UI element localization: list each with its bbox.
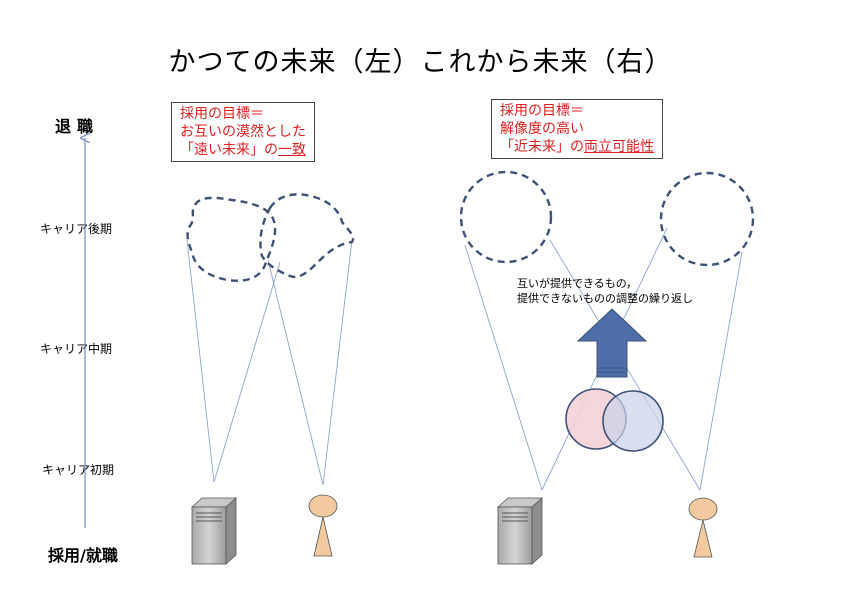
right-goal-line3-text: 「近未来」の (500, 139, 584, 155)
left-hiring-goal-box: 採用の目標＝ お互いの漠然とした 「遠い未来」の一致 (171, 102, 315, 162)
axis-label-early-career: キャリア初期 (42, 463, 115, 477)
left-sight-lines (186, 239, 353, 486)
left-company-future-cloud (186, 196, 277, 282)
left-goal-underlined: 一致 (278, 142, 306, 158)
left-person-icon (308, 494, 338, 557)
right-company-future-circle (459, 170, 553, 264)
axis-label-retirement: 退職 (55, 117, 100, 136)
adjustment-note: 互いが提供できるもの， 提供できないものの調整の繰り返し (517, 276, 693, 306)
axis-label-mid-career: キャリア中期 (40, 342, 113, 356)
left-goal-line3-text: 「遠い未来」の (180, 142, 278, 158)
left-goal-line3: 「遠い未来」の一致 (180, 141, 306, 159)
right-goal-line2: 解像度の高い (500, 121, 584, 137)
right-goal-underlined: 両立可能性 (584, 139, 654, 155)
page-title: かつての未来（左）これから未来（右） (168, 47, 673, 78)
right-hiring-goal-box: 採用の目標＝ 解像度の高い 「近未来」の両立可能性 (491, 99, 663, 159)
right-goal-line3: 「近未来」の両立可能性 (500, 138, 654, 156)
person-near-future-circle (602, 390, 664, 452)
left-person-future-cloud (259, 193, 355, 279)
left-goal-line1: 採用の目標＝ (180, 106, 264, 122)
axis-label-hiring: 採用/就職 (48, 546, 118, 565)
adjustment-note-line1: 互いが提供できるもの， (517, 277, 638, 290)
right-person-icon (688, 497, 718, 558)
right-goal-line1: 採用の目標＝ (500, 103, 584, 119)
axis-label-late-career: キャリア後期 (40, 222, 113, 236)
adjustment-note-line2: 提供できないものの調整の繰り返し (517, 292, 693, 305)
up-arrow-icon (576, 308, 648, 378)
right-company-building-icon (496, 497, 544, 565)
right-person-future-circle (659, 171, 755, 267)
left-company-building-icon (190, 497, 238, 565)
left-goal-line2: お互いの漠然とした (180, 124, 306, 140)
